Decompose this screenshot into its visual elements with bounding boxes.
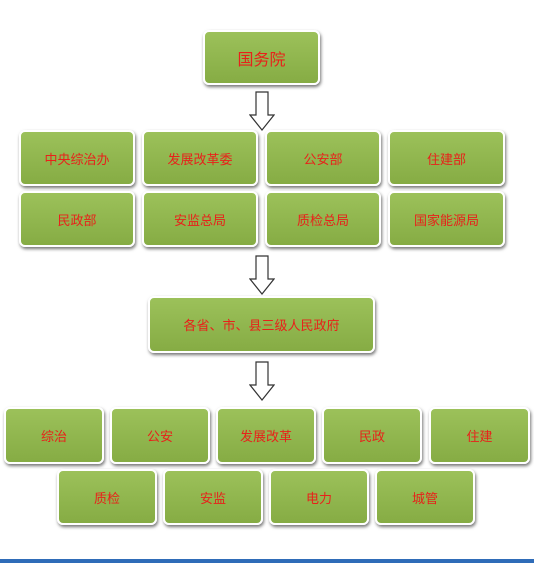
node-label: 国家能源局 xyxy=(413,213,479,229)
node-state-council: 国务院 xyxy=(203,30,320,85)
node-label: 民政 xyxy=(358,430,385,445)
down-arrow-icon xyxy=(249,255,275,295)
bottom-divider xyxy=(0,559,534,563)
node-energy-administration: 国家能源局 xyxy=(388,191,505,247)
down-arrow-icon xyxy=(249,361,275,401)
node-central-comprehensive-office: 中央综治办 xyxy=(19,130,135,186)
node-label: 住建部 xyxy=(426,152,466,168)
node-label: 安监 xyxy=(199,491,226,507)
node-ndrc: 发展改革委 xyxy=(142,130,258,186)
node-housing-construction: 住建部 xyxy=(388,130,505,186)
node-label: 质检 xyxy=(93,491,120,507)
node-local-public-security: 公安 xyxy=(110,407,210,464)
node-label: 发展改革委 xyxy=(167,152,233,168)
node-label: 电力 xyxy=(305,491,332,507)
node-label: 住建 xyxy=(466,430,493,445)
node-local-comprehensive: 综治 xyxy=(4,407,104,464)
node-local-urban-management: 城管 xyxy=(375,469,475,525)
node-public-security: 公安部 xyxy=(265,130,381,186)
node-label: 质检总局 xyxy=(296,213,349,229)
node-local-quality-inspection: 质检 xyxy=(57,469,157,525)
node-local-work-safety: 安监 xyxy=(163,469,263,525)
node-label: 中央综治办 xyxy=(44,152,110,168)
node-label: 公安部 xyxy=(303,152,343,168)
node-label: 安监总局 xyxy=(173,213,226,229)
node-label: 公安 xyxy=(146,430,173,445)
node-label: 民政部 xyxy=(57,213,97,229)
node-civil-affairs: 民政部 xyxy=(19,191,135,247)
node-quality-inspection: 质检总局 xyxy=(265,191,381,247)
node-label: 综治 xyxy=(40,430,67,445)
node-local-electric-power: 电力 xyxy=(269,469,369,525)
down-arrow-icon xyxy=(249,91,275,131)
node-local-civil-affairs: 民政 xyxy=(322,407,422,464)
node-work-safety: 安监总局 xyxy=(142,191,258,247)
node-local-housing-construction: 住建 xyxy=(429,407,530,464)
node-local-government: 各省、市、县三级人民政府 xyxy=(148,296,375,353)
node-label: 发展改革 xyxy=(239,430,292,445)
node-label: 各省、市、县三级人民政府 xyxy=(183,319,340,334)
node-label: 城管 xyxy=(411,491,438,507)
node-label: 国务院 xyxy=(237,49,286,69)
node-local-development-reform: 发展改革 xyxy=(216,407,316,464)
